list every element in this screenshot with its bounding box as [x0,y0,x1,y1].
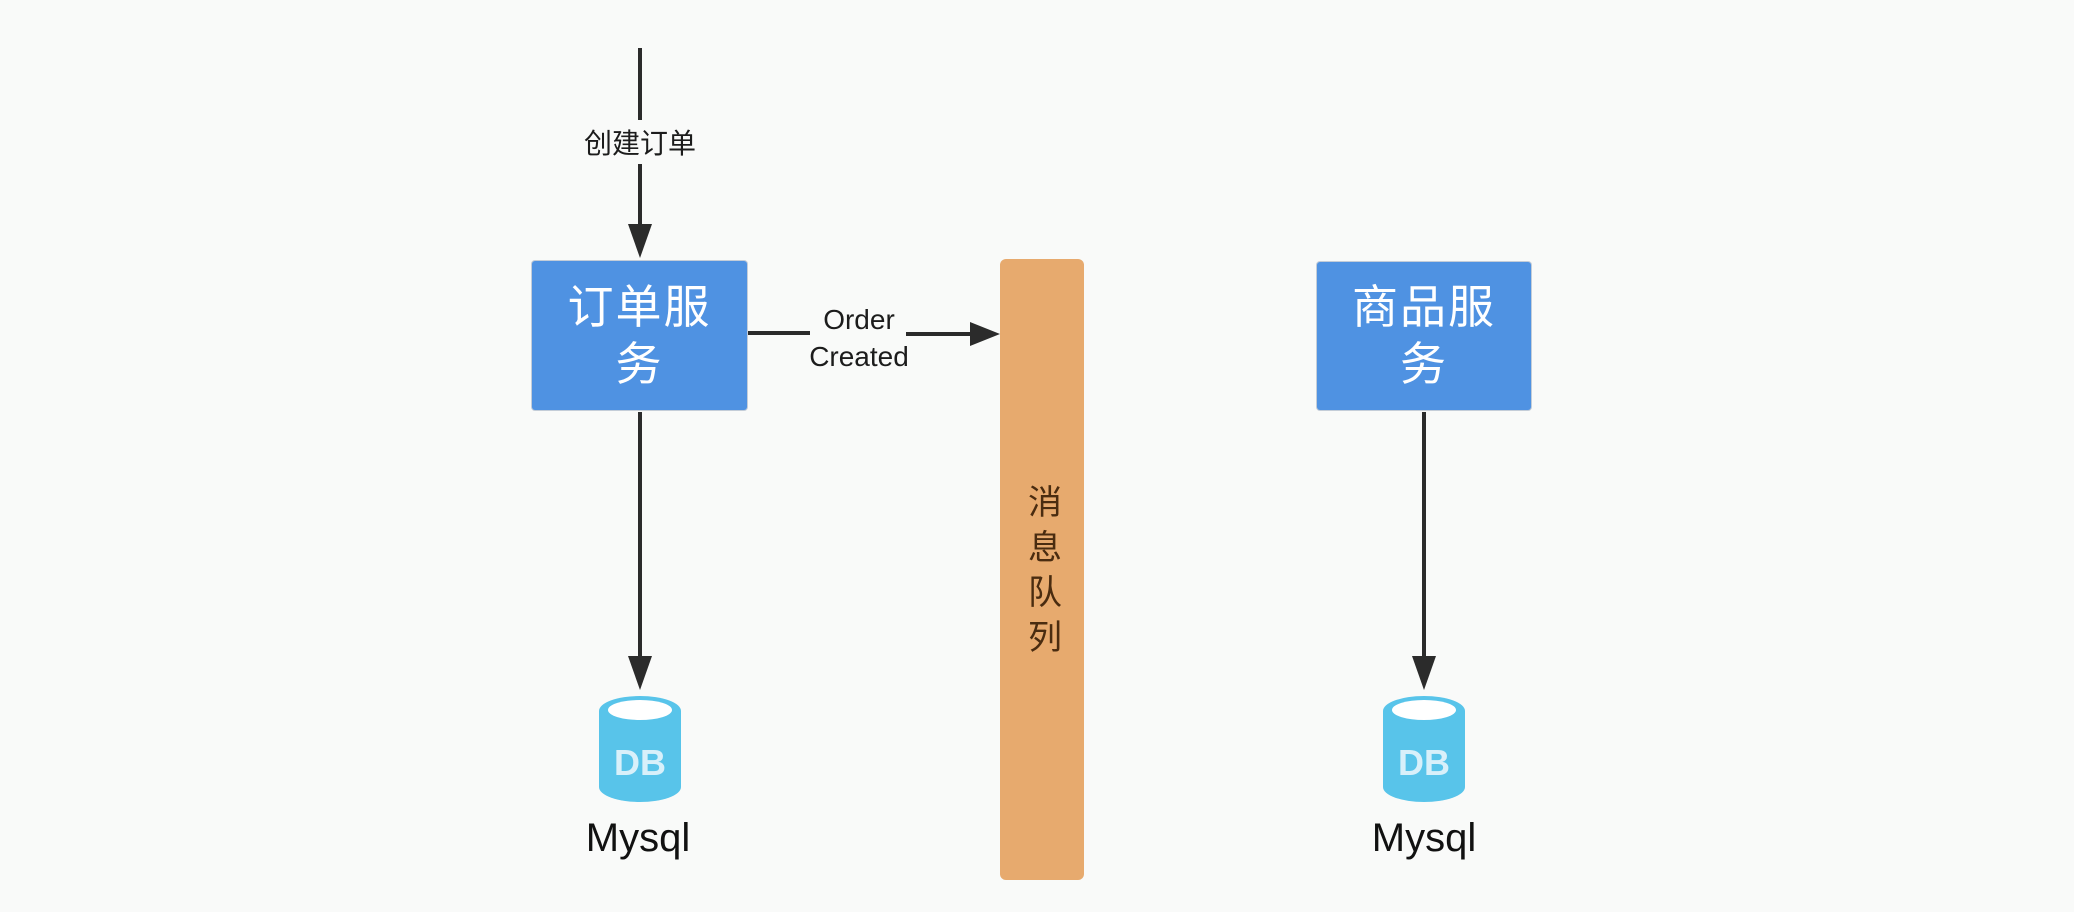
arrow-order-service-to-db [628,412,652,690]
product-db-caption: Mysql [1371,816,1477,860]
order-db-caption: Mysql [585,816,691,860]
database-cylinder-icon: DB [1383,696,1465,802]
product-service-node: 商品服务 [1317,262,1531,410]
arrow-product-service-to-db [1412,412,1436,690]
product-db-node: DB [1379,693,1469,805]
order-service-node: 订单服务 [532,261,747,410]
order-db-icon-label: DB [614,742,666,783]
product-service-label: 商品服务 [1352,281,1496,390]
product-db-icon-label: DB [1398,742,1450,783]
message-queue-node: 消息队列 [1000,259,1084,880]
order-created-edge-label: Order Created [809,304,909,372]
message-queue-label: 消息队列 [1022,484,1061,664]
order-db-node: DB [595,693,685,805]
database-cylinder-icon: DB [599,696,681,802]
order-service-label: 订单服务 [567,280,712,390]
create-order-edge-label: 创建订单 [577,120,703,164]
arrow-order-created [748,322,1000,346]
